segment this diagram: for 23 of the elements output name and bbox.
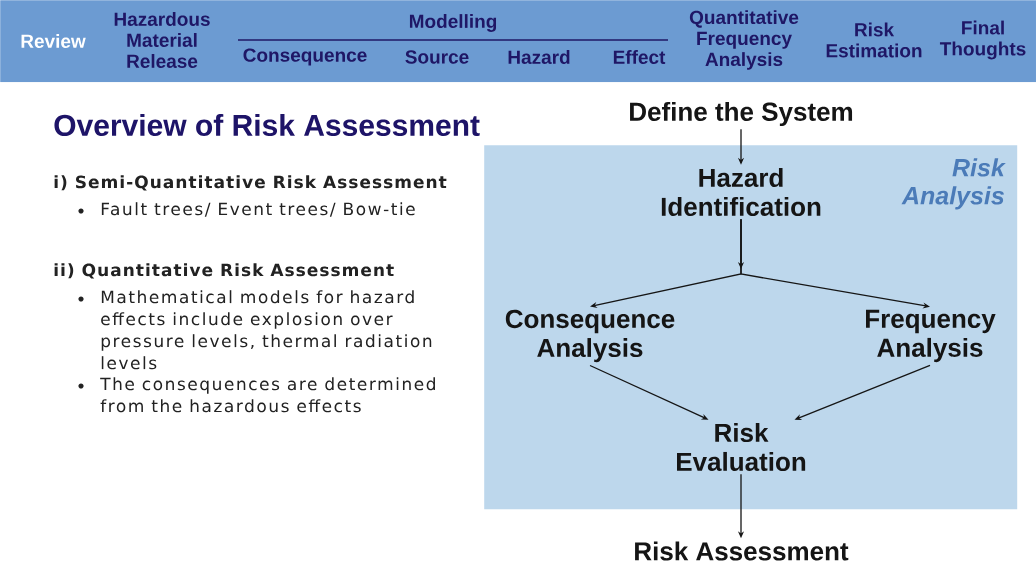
flow-step: Consequence Analysis	[505, 309, 675, 363]
nav-label: Hazardous Material Release	[114, 12, 210, 68]
flow-step: Define the System	[630, 101, 853, 127]
slide-title: Overview of Risk Assessment	[54, 114, 480, 136]
bullet-text: Fault trees/ Event trees/ Bow-tie	[101, 202, 415, 217]
bullet-text: Mathematical models for hazard effects include explosion over pressure levels, thermal radiation levels	[101, 290, 432, 370]
flow-step: Hazard Identification	[661, 167, 821, 217]
nav-label: Effect	[613, 50, 666, 64]
section-heading: i) Semi-Quantitative Risk Assessment	[54, 175, 447, 191]
flow-step: Risk Evaluation	[677, 422, 806, 472]
flow-step: Risk Assessment	[635, 541, 849, 561]
nav-label: Final Thoughts	[939, 20, 1026, 60]
panel-title: Risk Analysis	[901, 158, 1006, 210]
bullet-text: The consequences are determined from the hazardous effects	[100, 377, 435, 413]
nav-label: Review	[21, 34, 86, 48]
section-heading: ii) Quantitative Risk Assessment	[54, 263, 394, 279]
nav-label: Hazard	[508, 50, 570, 64]
nav-label: Risk Estimation	[826, 22, 922, 58]
nav-label: Quantitative Frequency Analysis	[689, 10, 799, 70]
flow-step: Frequency Analysis	[866, 309, 996, 363]
nav-label: Consequence	[243, 48, 367, 66]
nav-label: Source	[405, 50, 469, 64]
nav-label: Modelling	[409, 14, 497, 32]
